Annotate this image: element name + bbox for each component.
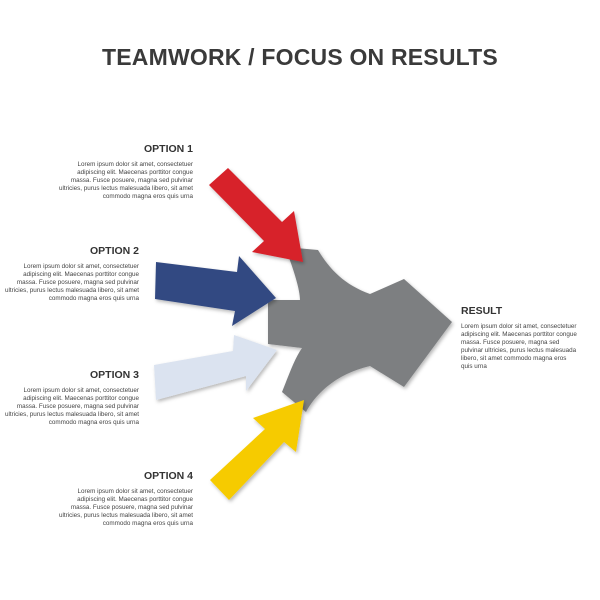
option-4-text: Lorem ipsum dolor sit amet, consectetuer… (58, 488, 193, 528)
page-title: TEAMWORK / FOCUS ON RESULTS (102, 44, 498, 70)
option-2-block: OPTION 2 Lorem ipsum dolor sit amet, con… (2, 245, 139, 303)
option-2-label: OPTION 2 (89, 245, 139, 257)
option-1-arrow (209, 168, 303, 262)
option-3-arrow (154, 335, 277, 400)
option-4-block: OPTION 4 Lorem ipsum dolor sit amet, con… (58, 470, 193, 528)
option-3-text: Lorem ipsum dolor sit amet, consectetuer… (4, 387, 139, 427)
result-block: RESULT Lorem ipsum dolor sit amet, conse… (461, 305, 577, 372)
result-label: RESULT (461, 305, 503, 317)
option-4-arrow (210, 400, 304, 500)
option-1-block: OPTION 1 Lorem ipsum dolor sit amet, con… (58, 143, 193, 201)
option-2-arrow (155, 256, 276, 326)
result-text: Lorem ipsum dolor sit amet, consectetuer… (461, 323, 577, 371)
option-3-label: OPTION 3 (89, 369, 139, 381)
option-1-label: OPTION 1 (143, 143, 193, 155)
result-arrow (268, 247, 452, 412)
option-2-text: Lorem ipsum dolor sit amet, consectetuer… (4, 263, 139, 303)
option-4-label: OPTION 4 (143, 470, 193, 482)
option-1-text: Lorem ipsum dolor sit amet, consectetuer… (58, 161, 193, 201)
option-3-block: OPTION 3 Lorem ipsum dolor sit amet, con… (2, 369, 139, 427)
